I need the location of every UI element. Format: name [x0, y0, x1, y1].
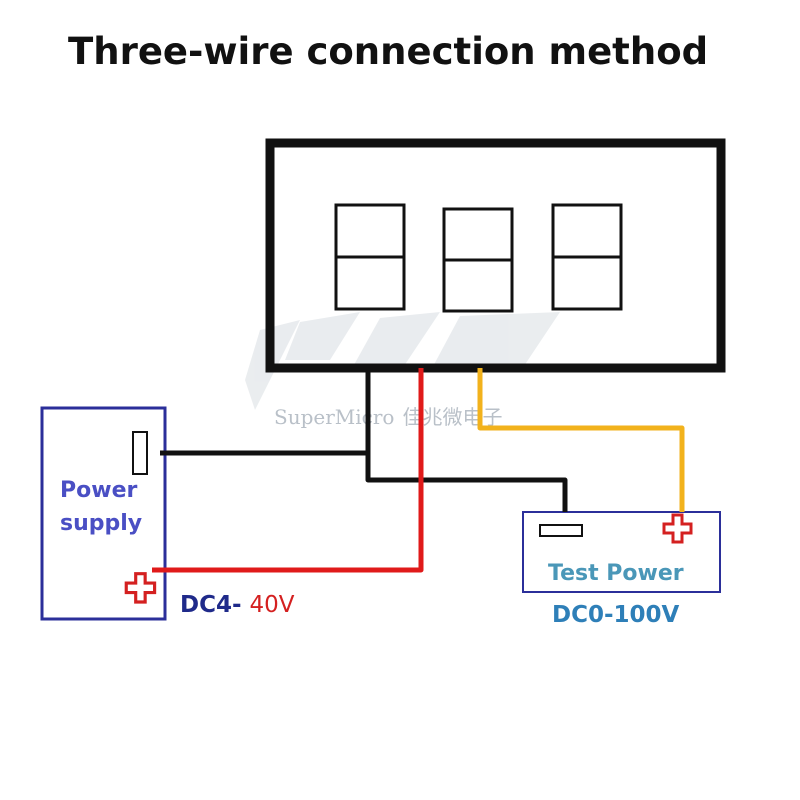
yellow-wire — [477, 368, 685, 512]
test-power-range: DC0-100V — [552, 602, 680, 628]
test-power-label: Test Power — [548, 561, 684, 586]
red-wire — [152, 368, 424, 573]
meter-display — [265, 138, 726, 373]
test-power-box — [522, 511, 721, 593]
watermark-logo — [245, 312, 560, 410]
test-minus-terminal — [539, 524, 583, 537]
digit-1 — [334, 203, 406, 311]
power-supply-range: DC4-40V — [180, 592, 295, 618]
digit-2 — [442, 207, 514, 313]
power-supply-box — [40, 406, 167, 621]
power-plus-terminal — [124, 572, 157, 604]
test-plus-terminal — [662, 513, 693, 544]
diagram-title: Three-wire connection method — [68, 30, 709, 73]
power-supply-label-line1: Power — [60, 478, 137, 503]
black-wire — [160, 368, 568, 512]
power-minus-terminal — [132, 431, 148, 475]
power-supply-label-line2: supply — [60, 511, 142, 536]
digit-3 — [551, 203, 623, 311]
